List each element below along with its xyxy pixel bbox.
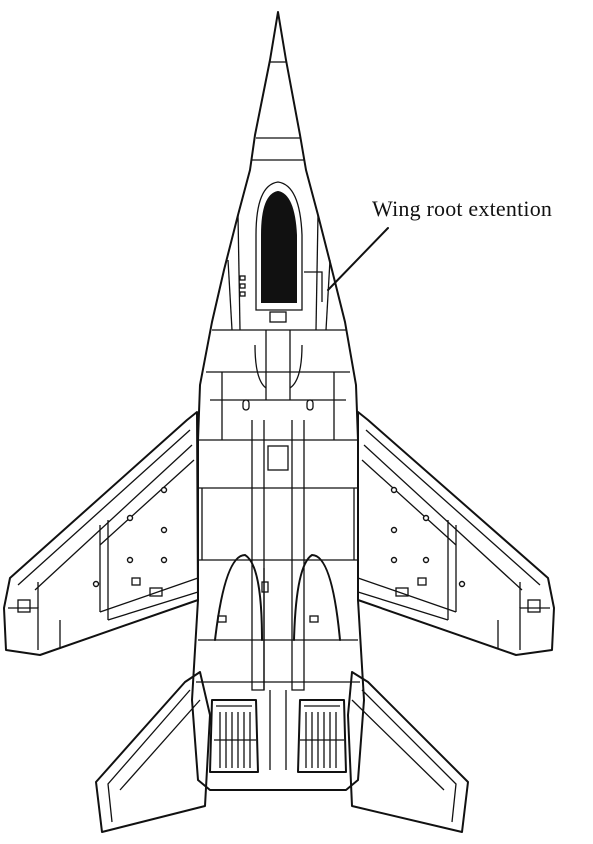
left-tailplane — [95, 671, 211, 833]
left-nozzle — [209, 699, 259, 773]
tail-boom — [269, 690, 287, 770]
right-wing — [357, 411, 555, 656]
left-wing — [3, 411, 199, 656]
right-tailplane — [347, 671, 469, 833]
callout-leader-line — [327, 227, 389, 291]
canopy — [261, 190, 297, 303]
right-nozzle — [297, 699, 347, 773]
fuselage — [191, 11, 365, 791]
callout-label-wing-root-extension: Wing root extention — [372, 196, 553, 221]
